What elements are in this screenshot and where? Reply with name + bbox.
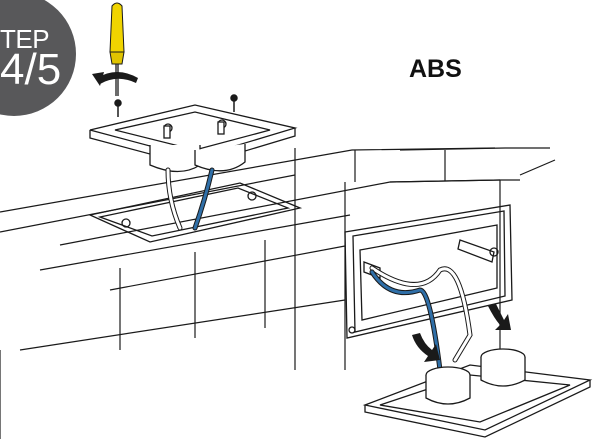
curved-arrow-icon xyxy=(412,304,511,362)
material-label: ABS xyxy=(409,55,462,83)
recess-opening xyxy=(87,182,303,243)
step-badge-fraction: 4/5 xyxy=(0,45,62,94)
screwdriver-icon xyxy=(109,2,125,96)
step-badge xyxy=(0,0,76,116)
mounting-frame-bottom xyxy=(362,348,593,438)
wall-tiles xyxy=(0,147,556,439)
flush-box xyxy=(344,204,513,339)
cables-top xyxy=(165,167,215,231)
step-badge-word: TEP xyxy=(0,24,50,54)
rotate-arrow-icon xyxy=(92,72,138,86)
mounting-frame xyxy=(89,104,298,173)
cables-right xyxy=(369,265,473,373)
screw-icon xyxy=(114,94,238,117)
step-badge-circle xyxy=(0,0,76,116)
